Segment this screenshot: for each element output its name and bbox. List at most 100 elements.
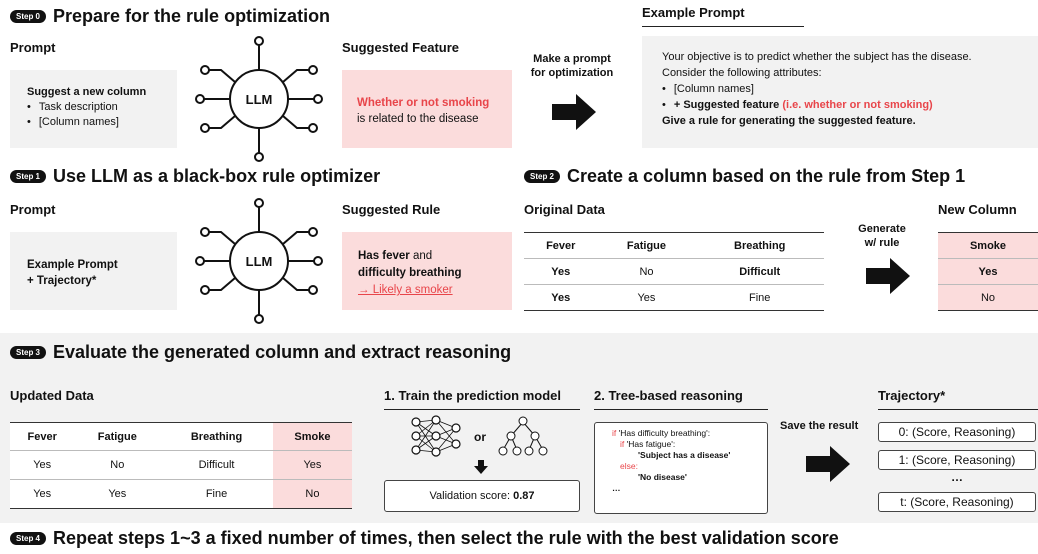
step0-title-text: Prepare for the rule optimization xyxy=(53,6,331,26)
cell: Yes xyxy=(524,258,598,285)
example-prompt-label: Example Prompt xyxy=(642,5,804,27)
step0-suggested-red: Whether or not smoking xyxy=(357,97,490,109)
step2-title: Step 2 Create a column based on the rule… xyxy=(524,166,965,187)
code-box: if 'Has difficulty breathing': if 'Has f… xyxy=(594,422,768,514)
trajectory-item: 0: (Score, Reasoning) xyxy=(878,422,1036,442)
down-arrow-icon xyxy=(474,460,488,474)
new-column-table: Smoke Yes No xyxy=(938,232,1038,311)
trajectory-item: 1: (Score, Reasoning) xyxy=(878,450,1036,470)
cell: Yes xyxy=(597,284,696,311)
cell: Difficult xyxy=(160,450,273,480)
step0-bullet-columns: [Column names] xyxy=(27,116,177,128)
table-header-row: Fever Fatigue Breathing xyxy=(524,232,824,259)
code-cond: 'Has difficulty breathing': xyxy=(616,428,711,438)
step1-pill: Step 1 xyxy=(10,170,47,183)
decision-tree-icon xyxy=(498,416,548,456)
step1-prompt-line2: + Trajectory* xyxy=(27,275,97,287)
step1-llm-text: LLM xyxy=(246,254,273,269)
rule-bold2: difficulty breathing xyxy=(358,267,462,279)
step3-title-text: Evaluate the generated column and extrac… xyxy=(53,342,512,362)
header-fatigue: Fatigue xyxy=(597,232,696,259)
step0-title: Step 0 Prepare for the rule optimization xyxy=(10,6,330,27)
example-line1: Your objective is to predict whether the… xyxy=(662,51,972,63)
step1-rule-label: Suggested Rule xyxy=(342,202,441,217)
table-header-row: Fever Fatigue Breathing Smoke xyxy=(10,422,352,451)
step0-prompt-label: Prompt xyxy=(10,40,56,55)
header-fever: Fever xyxy=(10,422,75,451)
cell: Yes xyxy=(74,479,161,509)
step0-prompt-bullets: Task description [Column names] xyxy=(27,101,177,128)
example-bullets: [Column names] + Suggested feature (i.e.… xyxy=(662,81,1038,113)
step1-title-text: Use LLM as a black-box rule optimizer xyxy=(53,166,381,186)
cell: Yes xyxy=(272,450,352,480)
code-line: if 'Has fatigue': xyxy=(612,439,767,450)
step1-prompt-line1: Example Prompt xyxy=(27,259,118,271)
train-label: 1. Train the prediction model xyxy=(384,388,580,410)
header-fatigue: Fatigue xyxy=(74,422,161,451)
validation-prefix: Validation score: xyxy=(429,490,514,502)
arrow-icon xyxy=(552,94,596,130)
arrow-icon xyxy=(806,446,850,482)
arrow-icon xyxy=(866,258,910,294)
step4-pill: Step 4 xyxy=(10,532,47,545)
step0-llm-text: LLM xyxy=(246,92,273,107)
step0-pill: Step 0 xyxy=(10,10,47,23)
code-result: 'Subject has a disease' xyxy=(638,450,731,460)
example-prompt-box: Your objective is to predict whether the… xyxy=(642,36,1038,148)
example-bullet2-bold: + Suggested feature xyxy=(673,99,780,111)
step1-llm-icon: LLM xyxy=(195,198,323,324)
generate-label: Generate w/ rule xyxy=(858,223,906,249)
step0-prompt-box: Suggest a new column Task description [C… xyxy=(10,70,177,148)
new-header-smoke: Smoke xyxy=(938,232,1038,259)
header-fever: Fever xyxy=(524,232,598,259)
cell: No xyxy=(597,258,696,285)
cell: Yes xyxy=(524,284,598,311)
cell: Yes xyxy=(10,450,75,480)
step3-title: Step 3 Evaluate the generated column and… xyxy=(10,342,511,363)
trajectory-item: t: (Score, Reasoning) xyxy=(878,492,1036,512)
example-bullet2: + Suggested feature (i.e. whether or not… xyxy=(662,97,1038,113)
tree-label: 2. Tree-based reasoning xyxy=(594,388,768,410)
cell: Fine xyxy=(160,479,273,509)
step2-title-text: Create a column based on the rule from S… xyxy=(567,166,966,186)
code-ellipsis: … xyxy=(612,483,621,493)
code-if: if xyxy=(620,439,625,449)
step0-suggested-label: Suggested Feature xyxy=(342,40,460,55)
make-prompt-label: Make a prompt for optimization xyxy=(530,53,614,79)
validation-score: 0.87 xyxy=(513,490,535,502)
cell: Yes xyxy=(10,479,75,509)
table-row: Yes No Difficult xyxy=(524,258,824,285)
new-column-label: New Column xyxy=(938,202,1017,217)
cell: No xyxy=(272,479,352,509)
original-data-table: Fever Fatigue Breathing Yes No Difficult… xyxy=(524,232,824,311)
cell: No xyxy=(74,450,161,480)
header-breathing: Breathing xyxy=(160,422,273,451)
updated-data-label: Updated Data xyxy=(10,388,94,403)
original-data-label: Original Data xyxy=(524,202,605,217)
trajectory-label: Trajectory* xyxy=(878,388,1038,410)
rule-link[interactable]: → Likely a smoker xyxy=(358,284,453,296)
example-line2: Consider the following attributes: xyxy=(662,67,822,79)
rule-and: and xyxy=(409,250,433,262)
table-row: Yes No Difficult Yes xyxy=(10,450,352,480)
cell: Difficult xyxy=(695,258,824,285)
step1-rule-box: Has fever and difficulty breathing → Lik… xyxy=(342,232,512,310)
step1-prompt-box: Example Prompt + Trajectory* xyxy=(10,232,177,310)
step1-title: Step 1 Use LLM as a black-box rule optim… xyxy=(10,166,380,187)
step2-pill: Step 2 xyxy=(524,170,561,183)
code-cond: 'Has fatigue': xyxy=(624,439,676,449)
code-if: if xyxy=(612,428,617,438)
updated-data-table: Fever Fatigue Breathing Smoke Yes No Dif… xyxy=(10,422,352,509)
new-value: No xyxy=(938,284,1038,311)
step0-suggested-rest: is related to the disease xyxy=(357,113,479,125)
step4-title-text: Repeat steps 1~3 a fixed number of times… xyxy=(53,528,839,548)
step1-prompt-label: Prompt xyxy=(10,202,56,217)
example-last: Give a rule for generating the suggested… xyxy=(662,115,916,127)
trajectory-dots: … xyxy=(951,470,963,484)
example-bullet2-red: (i.e. whether or not smoking) xyxy=(782,99,933,111)
example-bullet1: [Column names] xyxy=(662,81,1038,97)
code-result: 'No disease' xyxy=(638,472,687,482)
table-row: Yes Yes Fine No xyxy=(10,479,352,509)
step4-title: Step 4 Repeat steps 1~3 a fixed number o… xyxy=(10,528,839,549)
step0-llm-icon: LLM xyxy=(195,36,323,162)
